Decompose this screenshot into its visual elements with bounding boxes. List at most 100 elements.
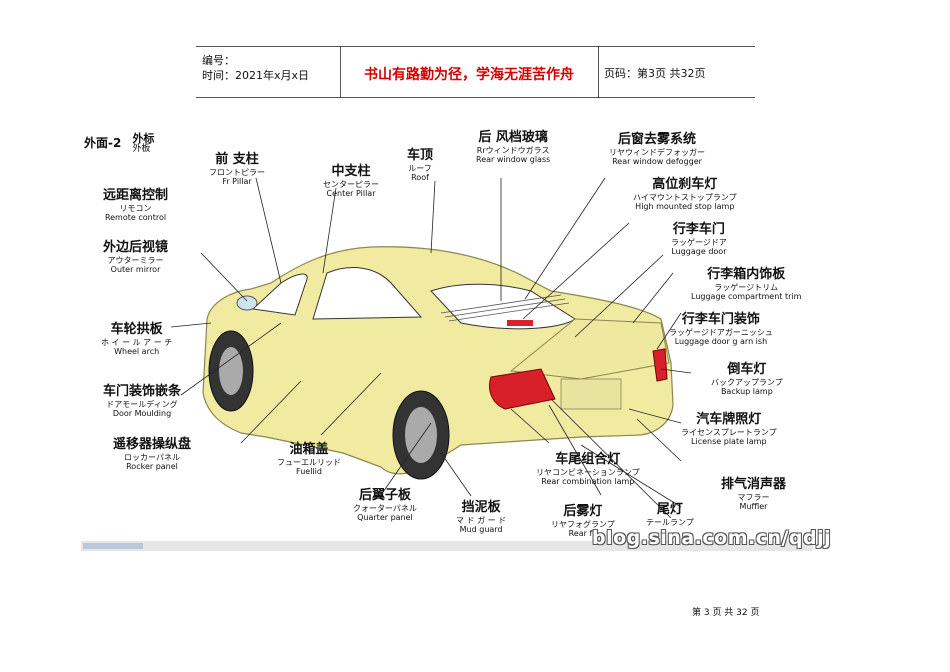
defogger-lines bbox=[440, 294, 570, 322]
label-jp: ラッゲージドア bbox=[671, 237, 727, 247]
label-jp: マフラー bbox=[737, 492, 770, 502]
label-en: Remote control bbox=[104, 213, 167, 223]
motto-text: 书山有路勤为径，学海无涯苦作舟 bbox=[364, 67, 574, 83]
label-zh: 外边后视镜 bbox=[103, 240, 169, 255]
label-en: Fuellid bbox=[296, 467, 322, 477]
label-jp: ルーフ bbox=[408, 163, 432, 173]
label-zh: 油箱盖 bbox=[289, 442, 329, 457]
label-zh: 车尾组合灯 bbox=[555, 452, 621, 467]
label-jp: ホ イ ー ル ア ー チ bbox=[101, 337, 173, 347]
tail-lamp-left bbox=[489, 368, 556, 410]
label-jp: リヤフォグランプ bbox=[551, 519, 615, 529]
label-jp: バックアップランプ bbox=[711, 377, 783, 387]
label-jp: リモコン bbox=[119, 203, 152, 213]
section-sub2: 外板 bbox=[132, 144, 151, 155]
label-en: Outer mirror bbox=[110, 265, 161, 275]
label-jp: ロッカーパネル bbox=[124, 452, 180, 462]
serial-label: 编号： bbox=[202, 54, 235, 67]
label-zh: 后翼子板 bbox=[358, 488, 411, 503]
label-en: Roof bbox=[411, 173, 429, 183]
label-en: Rear window glass bbox=[476, 155, 551, 165]
label-zh: 中支柱 bbox=[331, 164, 371, 179]
time-label: 时间：2021年x月x日 bbox=[202, 69, 310, 82]
label-jp: マ ド ガ ー ド bbox=[456, 515, 507, 525]
label-jp: Rrウィンドウガラス bbox=[476, 145, 550, 155]
label-zh: 后窗去雾系统 bbox=[617, 132, 696, 147]
label-en: Backup lamp bbox=[720, 387, 773, 397]
label-zh: 前 支柱 bbox=[215, 152, 259, 167]
label-zh: 后 风档玻璃 bbox=[478, 130, 548, 145]
label-zh: 后雾灯 bbox=[563, 504, 603, 519]
label-en: Quarter panel bbox=[357, 513, 413, 523]
car-illustration bbox=[81, 177, 813, 551]
label-zh: 车门装饰嵌条 bbox=[103, 384, 182, 399]
header-motto-cell: 书山有路勤为径，学海无涯苦作舟 bbox=[340, 47, 599, 97]
label-en: Door Moulding bbox=[112, 409, 172, 419]
label-en: Wheel arch bbox=[114, 347, 160, 357]
label-zh: 汽车牌照灯 bbox=[696, 412, 762, 427]
label-jp: ラッゲージドアガーニッシュ bbox=[669, 327, 773, 337]
label-en: Rear window defogger bbox=[612, 157, 702, 167]
label-en: Luggage compartment trim bbox=[691, 292, 802, 302]
section-title: 外面-2 bbox=[84, 136, 122, 150]
label-zh: 尾灯 bbox=[656, 502, 683, 517]
side-window-front bbox=[251, 273, 308, 316]
section-sub1: 外标 bbox=[132, 132, 155, 145]
scroll-strip bbox=[81, 541, 813, 551]
label-jp: ライセンスプレートランプ bbox=[681, 427, 777, 437]
label-jp: フューエルリッド bbox=[277, 457, 341, 467]
label-zh: 车顶 bbox=[407, 148, 434, 163]
label-zh: 排气消声器 bbox=[721, 477, 787, 492]
label-zh: 远距离控制 bbox=[103, 188, 169, 203]
tail-lamp-right bbox=[652, 348, 668, 382]
label-jp: テールランプ bbox=[646, 517, 694, 527]
label-jp: ハイマウントストップランプ bbox=[633, 192, 737, 202]
label-zh: 高位刹车灯 bbox=[652, 177, 718, 192]
label-tail-lamp: 尾灯テールランプ bbox=[646, 502, 694, 527]
label-en: High mounted stop lamp bbox=[635, 202, 735, 212]
label-jp: クォーターパネル bbox=[353, 503, 417, 513]
luggage-door bbox=[509, 318, 670, 380]
label-zh: 行李车门 bbox=[672, 222, 725, 237]
label-zh: 遥移器操纵盘 bbox=[113, 437, 192, 452]
label-en: Center Pillar bbox=[326, 189, 376, 199]
label-jp: アウターミラー bbox=[107, 255, 164, 265]
label-zh: 倒车灯 bbox=[727, 362, 767, 377]
outer-mirror bbox=[236, 295, 258, 311]
label-en: Mud guard bbox=[459, 525, 503, 535]
page-label: 页码：第3页 共32页 bbox=[604, 67, 706, 80]
section-title-block: 外面-2 外标 外板 bbox=[84, 132, 155, 155]
label-jp: リヤウィンドデフォッガー bbox=[609, 147, 705, 157]
label-jp: リヤコンビネーションランプ bbox=[536, 467, 640, 477]
header-page-cell: 页码：第3页 共32页 bbox=[598, 47, 755, 97]
label-zh: 行李箱内饰板 bbox=[707, 267, 786, 282]
page-header: 编号： 时间：2021年x月x日 书山有路勤为径，学海无涯苦作舟 页码：第3页 … bbox=[196, 46, 755, 98]
watermark: blog.sina.com.cn/qdjj bbox=[592, 527, 832, 549]
label-jp: ラッゲージトリム bbox=[714, 282, 779, 292]
label-jp: フロントピラー bbox=[209, 167, 265, 177]
label-en: Muffler bbox=[739, 502, 768, 512]
side-window-rear bbox=[312, 267, 423, 320]
